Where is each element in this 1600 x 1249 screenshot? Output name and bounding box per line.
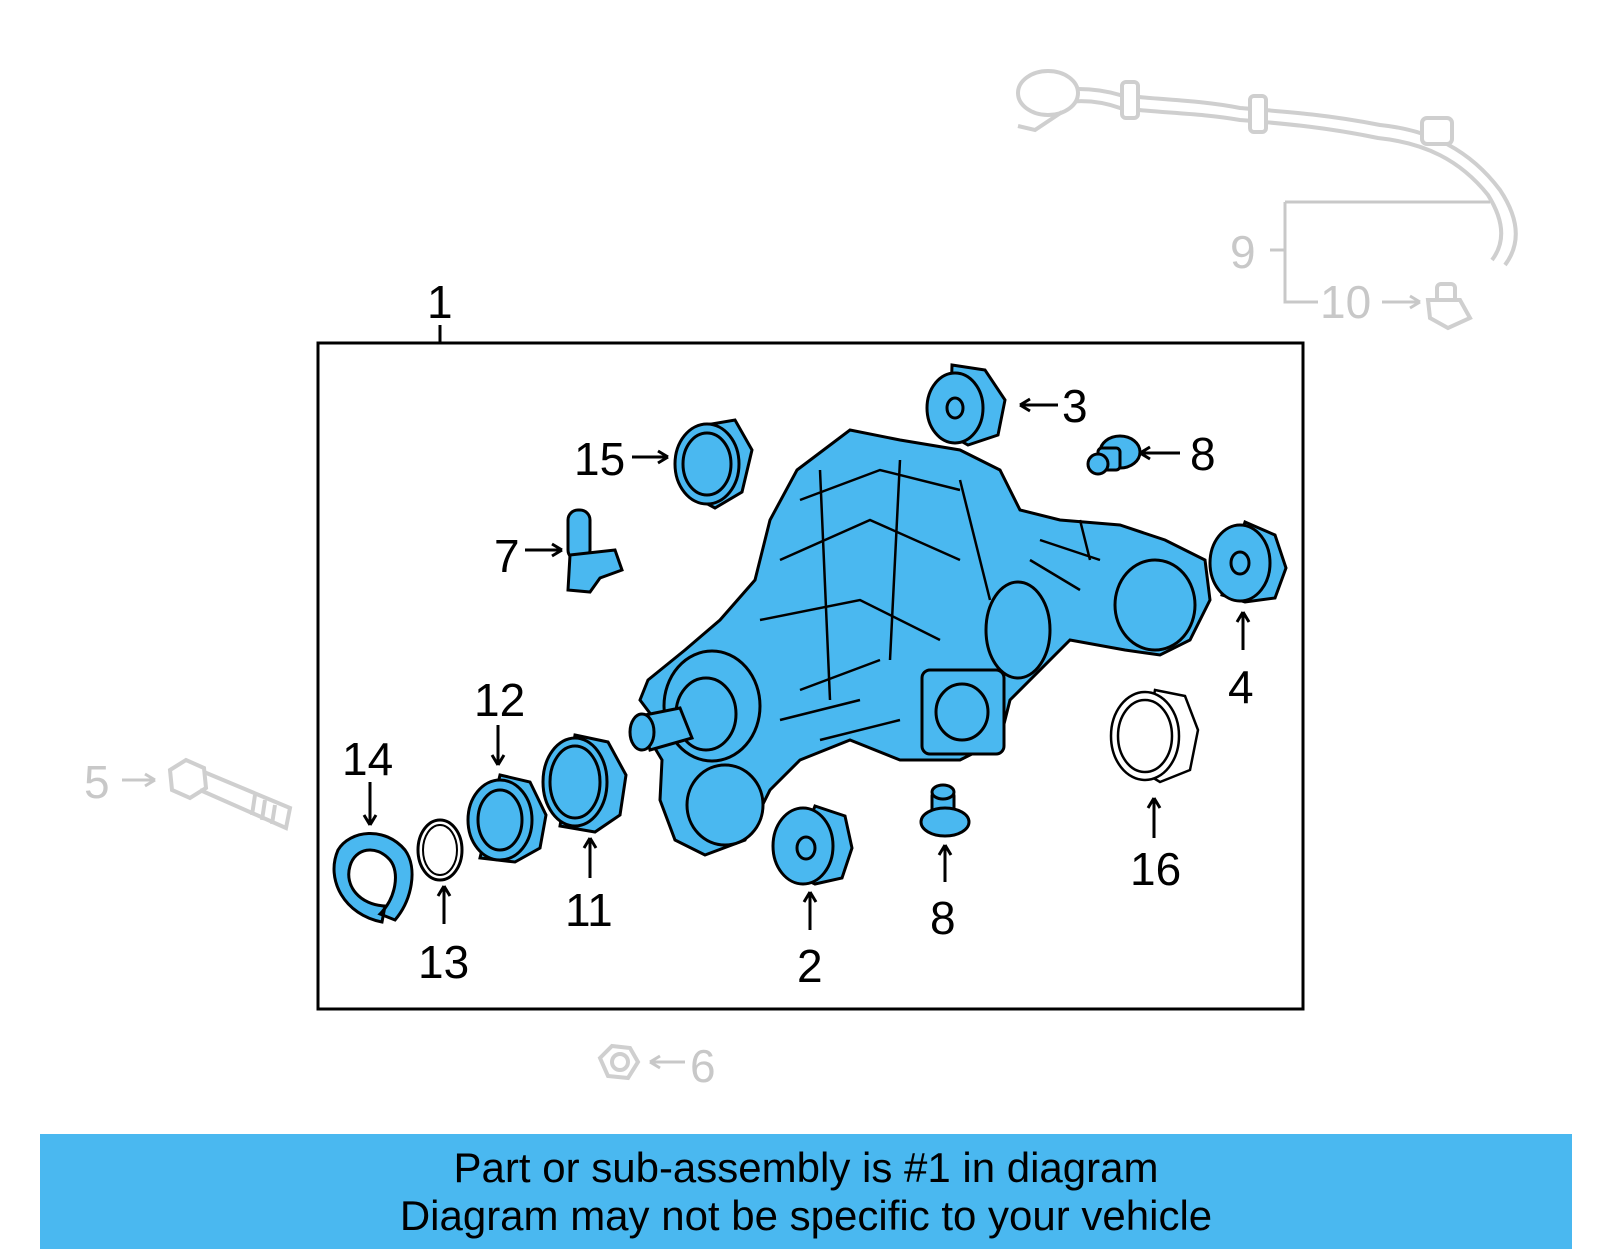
seal-part-12 <box>466 725 548 864</box>
vent-hose-part-9 <box>1016 69 1518 267</box>
info-banner: Part or sub-assembly is #1 in diagram Di… <box>40 1134 1572 1249</box>
callout-label-14: 14 <box>342 733 393 785</box>
callout-label-5: 5 <box>84 756 110 808</box>
bushing-part-4 <box>1208 519 1288 650</box>
callout-label-3: 3 <box>1062 380 1088 432</box>
callout-label-13: 13 <box>418 936 469 988</box>
seal-part-11 <box>541 733 628 878</box>
bracket-line-9-10 <box>1270 200 1490 304</box>
plug-part-8-upper <box>1086 434 1180 476</box>
vent-fitting-part-10 <box>1382 282 1473 331</box>
callout-label-8-lower: 8 <box>930 892 956 944</box>
sensor-part-7 <box>525 508 624 594</box>
assembly-frame <box>316 341 1305 1011</box>
bushing-part-2 <box>771 804 854 930</box>
callout-label-11: 11 <box>565 884 613 936</box>
callout-label-4: 4 <box>1228 661 1254 713</box>
nut-part-6 <box>597 1043 685 1081</box>
callout-label-1: 1 <box>427 276 453 328</box>
seal-part-16 <box>1109 688 1200 838</box>
callout-label-9: 9 <box>1230 226 1256 278</box>
callout-label-6: 6 <box>690 1040 716 1092</box>
callout-label-7: 7 <box>494 530 520 582</box>
ring-part-13 <box>416 818 464 924</box>
callout-label-8-upper: 8 <box>1190 428 1216 480</box>
differential-housing <box>628 428 1212 857</box>
callout-label-2: 2 <box>797 940 823 992</box>
callout-label-15: 15 <box>574 433 625 485</box>
callout-label-16: 16 <box>1130 843 1181 895</box>
plug-part-8-lower <box>919 783 971 882</box>
bolt-part-5 <box>122 757 293 831</box>
callout-label-10: 10 <box>1320 276 1371 328</box>
banner-line-2: Diagram may not be specific to your vehi… <box>399 1192 1213 1239</box>
callout-label-12: 12 <box>474 674 525 726</box>
snap-ring-part-14 <box>332 782 414 924</box>
seal-part-15 <box>632 418 754 510</box>
banner-line-1: Part or sub-assembly is #1 in diagram <box>453 1144 1159 1191</box>
bushing-part-3 <box>925 363 1058 447</box>
